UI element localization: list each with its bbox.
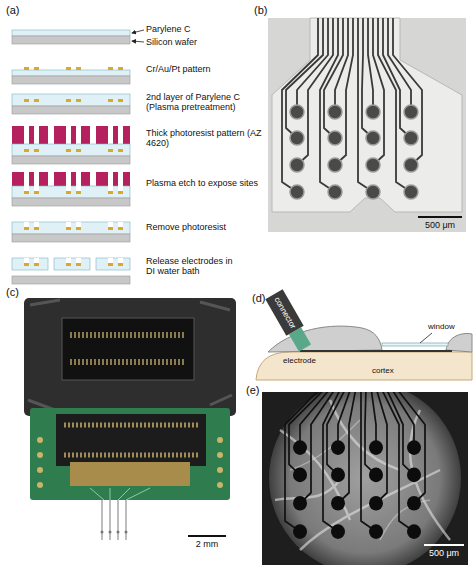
part-label: window [428, 322, 455, 331]
step-label: Release electrodes in DI water bath [146, 256, 236, 277]
panel-label: (d) [252, 292, 265, 305]
layer-label: Parylene C [146, 24, 264, 34]
in-vivo-image [262, 392, 468, 565]
panel-label: (e) [246, 384, 259, 397]
part-label: connector [272, 295, 298, 330]
step-label: Plasma etch to expose sites [146, 178, 266, 188]
panel-label: (a) [6, 4, 19, 17]
scale-bar-label: 500 μm [414, 548, 474, 558]
step-label: Remove photoresist [146, 222, 264, 232]
scale-bar-label: 2 mm [182, 539, 232, 549]
step-label: Thick photoresist pattern (AZ 4620) [146, 128, 264, 149]
part-label: cortex [372, 366, 394, 375]
scale-bar-label: 500 μm [410, 220, 470, 230]
fabrication-steps [12, 30, 144, 284]
panel-label: (c) [6, 286, 19, 299]
step-label: Cr/Au/Pt pattern [146, 64, 264, 74]
panel-label: (b) [254, 4, 267, 17]
layer-label: Silicon wafer [146, 37, 264, 47]
step-label: 2nd layer of Parylene C (Plasma pretreat… [146, 92, 258, 113]
part-label: electrode [283, 356, 316, 365]
electrode-array-image [268, 18, 472, 238]
implant-cross-section [256, 289, 472, 380]
connector-photo [24, 298, 236, 540]
